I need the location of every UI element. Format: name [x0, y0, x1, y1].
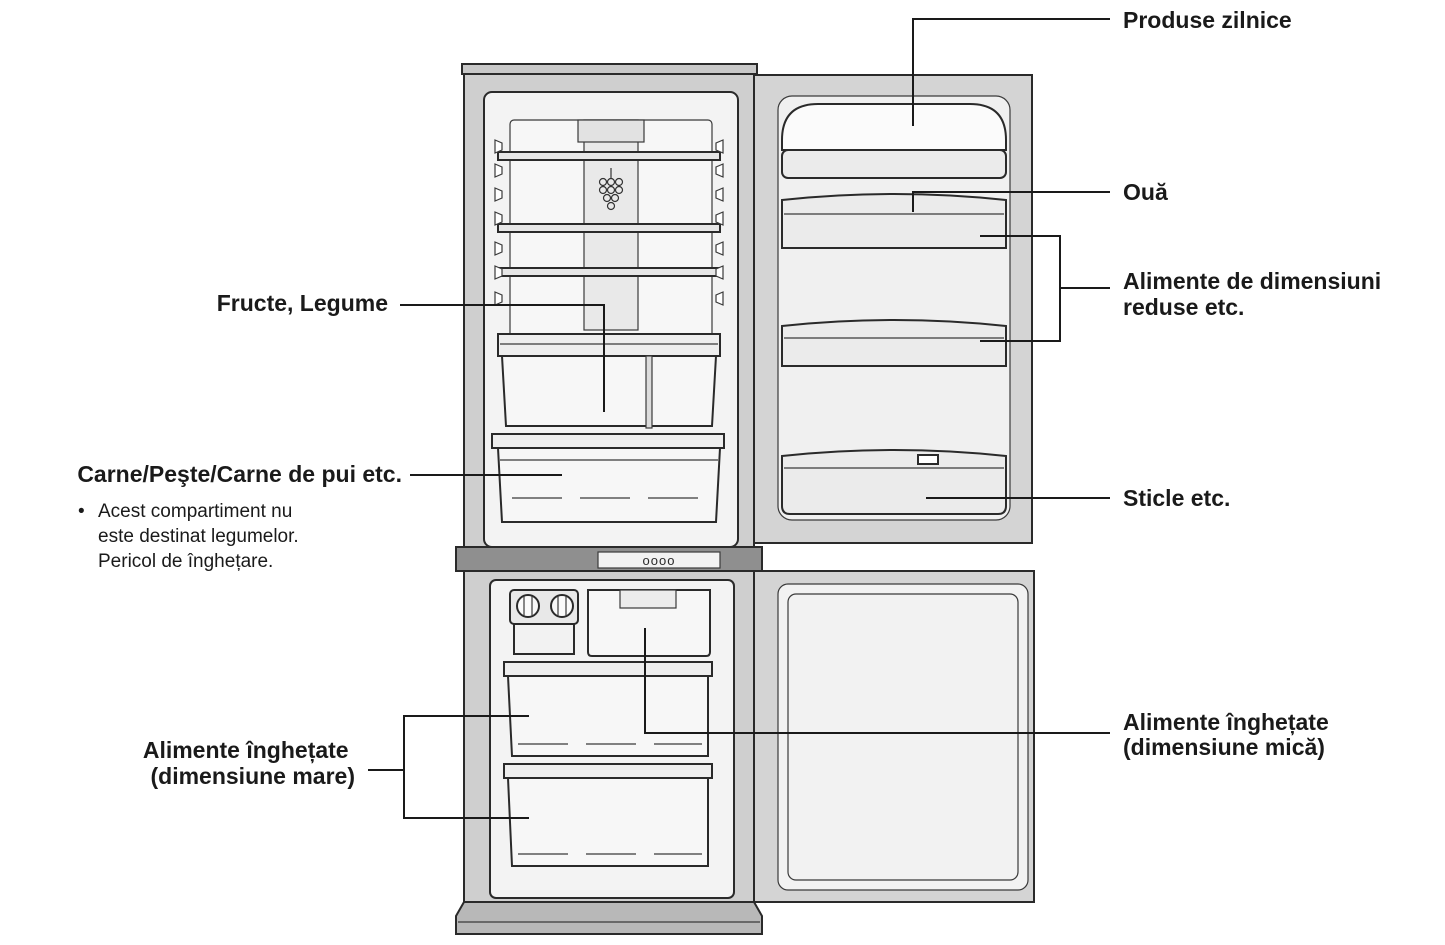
upper-freezer-drawer	[503, 661, 713, 757]
lower-freezer-drawer	[503, 763, 713, 867]
note-bullet: •	[78, 501, 85, 522]
label-fruits-vegetables: Fructe, Legume	[217, 290, 388, 316]
small-items-pocket	[781, 319, 1007, 367]
egg-pocket	[781, 193, 1007, 249]
callout-labels: Produse zilnice Ouă Alimente de dimensiu…	[77, 7, 1388, 789]
shelf-rails-left	[494, 139, 503, 306]
bottle-pocket	[781, 449, 1007, 515]
chilled-drawer	[491, 433, 725, 523]
dairy-compartment	[781, 103, 1007, 179]
fridge-top-cap	[461, 63, 758, 75]
label-frozen-large: Alimente înghețate (dimensiune mare)	[143, 737, 355, 789]
meat-drawer-note: • Acest compartiment nu este destinat le…	[78, 501, 299, 572]
ice-maker	[509, 589, 579, 655]
freezer-compartment	[489, 579, 735, 899]
label-eggs: Ouă	[1123, 179, 1168, 205]
grape-icon	[598, 168, 624, 211]
label-bottles: Sticle etc.	[1123, 485, 1230, 511]
note-line-2: este destinat legumelor.	[98, 526, 299, 547]
control-indicator: oooo	[643, 553, 676, 568]
label-dairy: Produse zilnice	[1123, 7, 1292, 33]
shelf-rails-right	[715, 139, 724, 306]
label-frozen-small: Alimente înghețate (dimensiune mică)	[1123, 709, 1335, 760]
fridge-compartment	[483, 91, 739, 548]
leader-lines	[368, 18, 1110, 819]
label-small-food: Alimente de dimensiuni reduse etc.	[1123, 268, 1388, 320]
lower-door	[753, 570, 1035, 903]
note-line-1: Acest compartiment nu	[98, 501, 292, 522]
label-meat-fish: Carne/Peşte/Carne de pui etc.	[77, 461, 402, 487]
upper-door	[753, 74, 1033, 544]
fridge-base	[455, 901, 763, 935]
note-line-3: Pericol de înghețare.	[98, 551, 273, 572]
control-panel: oooo	[455, 546, 763, 572]
vegetable-drawer	[497, 333, 721, 429]
